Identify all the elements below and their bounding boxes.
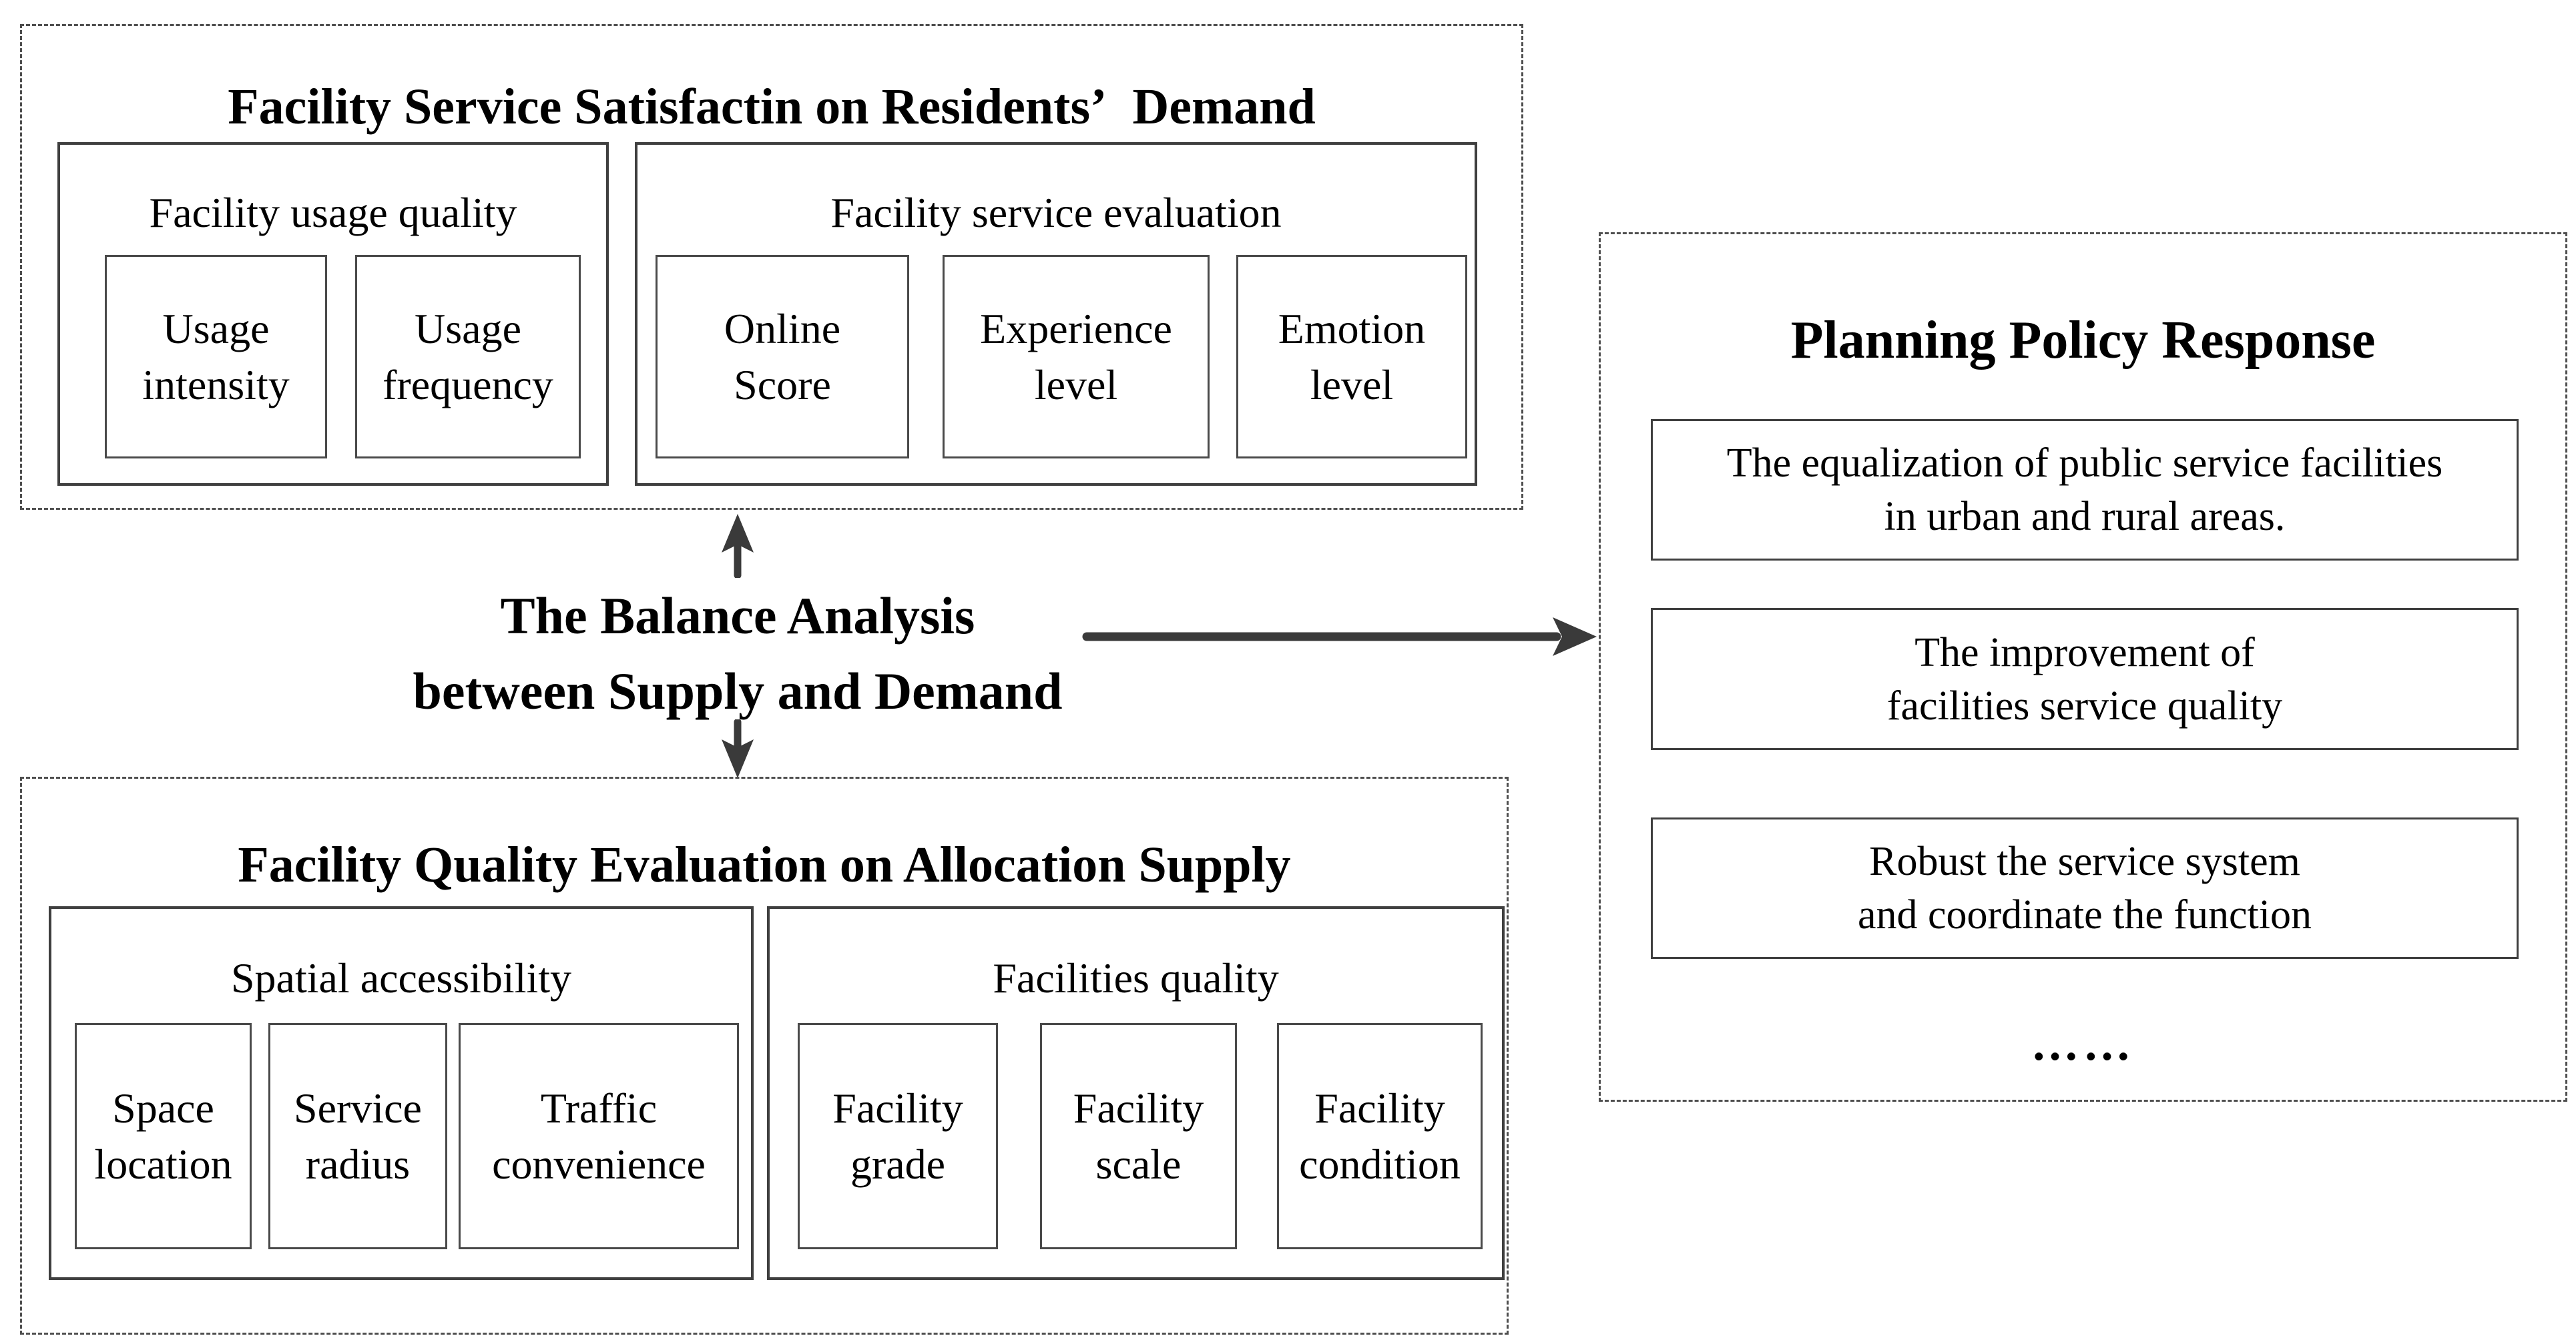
facility-scale-box: Facility scale [1040, 1023, 1237, 1249]
usage-frequency-box: Usage frequency [355, 255, 581, 458]
arrow-down-icon [722, 719, 754, 778]
traffic-convenience-box: Traffic convenience [459, 1023, 739, 1249]
usage-quality-label: Facility usage quality [149, 189, 517, 236]
supply-panel: Facility Quality Evaluation on Allocatio… [20, 777, 1509, 1335]
facility-grade-box: Facility grade [798, 1023, 998, 1249]
policy-ellipsis: …… [2031, 1017, 2135, 1070]
service-evaluation-label: Facility service evaluation [830, 189, 1282, 236]
usage-intensity-box: Usage intensity [105, 255, 327, 458]
balance-analysis-label: The Balance Analysis between Supply and … [413, 587, 1063, 720]
policy-item-equalization: The equalization of public service facil… [1651, 419, 2519, 561]
facilities-quality-label: Facilities quality [993, 954, 1279, 1002]
arrow-right-icon [1082, 617, 1597, 656]
spatial-accessibility-label: Spatial accessibility [230, 954, 572, 1002]
experience-level-box: Experience level [943, 255, 1210, 458]
policy-panel-title: Planning Policy Response [1790, 311, 2376, 370]
policy-panel: Planning Policy Response The equalizatio… [1599, 232, 2567, 1102]
service-radius-box: Service radius [268, 1023, 447, 1249]
policy-item-improvement: The improvement of facilities service qu… [1651, 608, 2519, 750]
policy-item-robust: Robust the service system and coordinate… [1651, 817, 2519, 959]
arrow-up-icon [722, 514, 754, 578]
demand-panel: Facility Service Satisfactin on Resident… [20, 24, 1523, 510]
usage-quality-group: Facility usage quality Usage intensity U… [57, 142, 609, 486]
demand-panel-title: Facility Service Satisfactin on Resident… [228, 79, 1316, 135]
facility-condition-box: Facility condition [1277, 1023, 1483, 1249]
space-location-box: Space location [75, 1023, 252, 1249]
service-evaluation-group: Facility service evaluation Online Score… [635, 142, 1477, 486]
spatial-accessibility-group: Spatial accessibility Space location Ser… [49, 906, 754, 1280]
supply-panel-title: Facility Quality Evaluation on Allocatio… [238, 837, 1291, 893]
emotion-level-box: Emotion level [1236, 255, 1467, 458]
online-score-box: Online Score [656, 255, 909, 458]
facilities-quality-group: Facilities quality Facility grade Facili… [767, 906, 1505, 1280]
